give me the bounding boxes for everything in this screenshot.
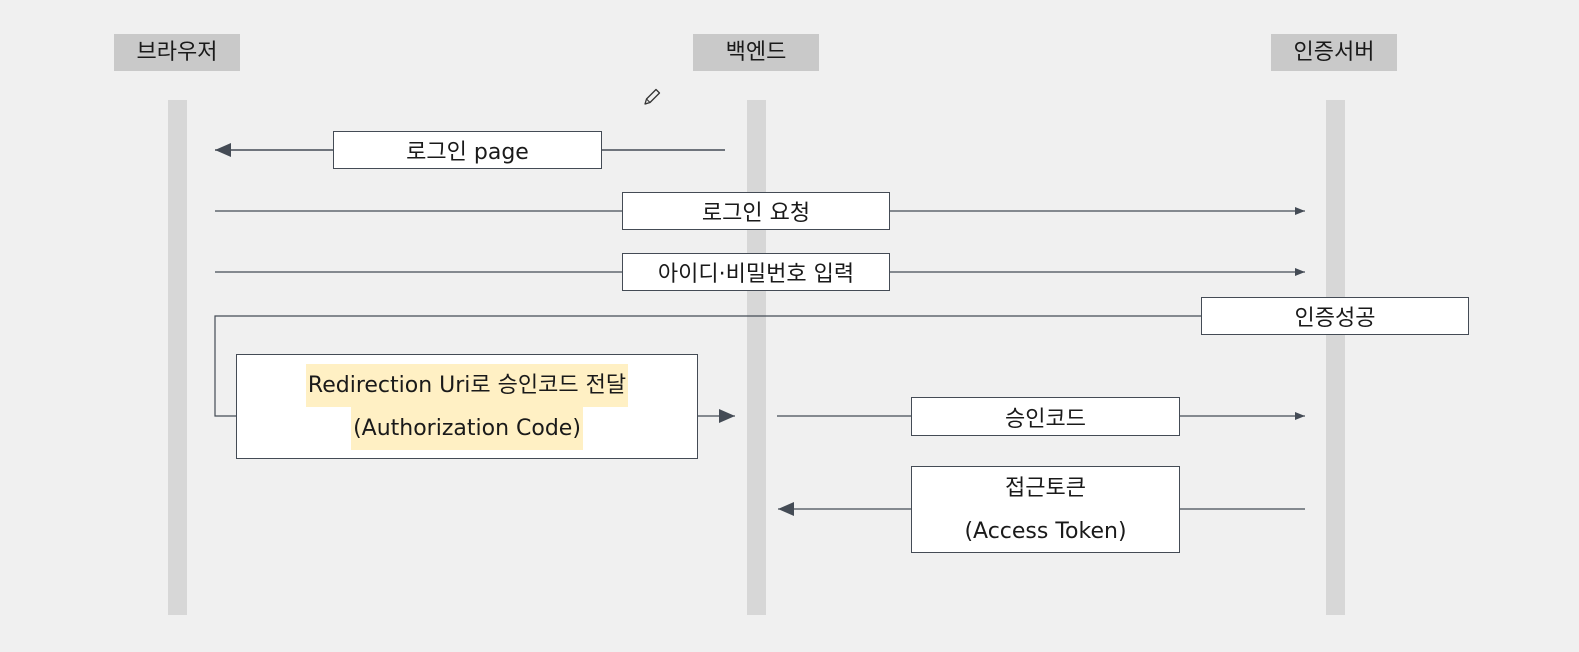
message-login-request-text: 로그인 요청 xyxy=(701,201,811,226)
message-access-token-line1: 접근토큰 xyxy=(1005,475,1086,501)
message-auth-success: 인증성공 xyxy=(1201,297,1469,335)
message-redirect-line1: Redirection Uri로 승인코드 전달 xyxy=(305,363,629,407)
message-login-page-text: 로그인 page xyxy=(406,140,529,165)
message-auth-success-text: 인증성공 xyxy=(1294,306,1376,331)
message-access-token-line2: (Access Token) xyxy=(964,518,1127,544)
message-id-password: 아이디·비밀번호 입력 xyxy=(622,253,890,291)
message-redirect-line2: (Authorization Code) xyxy=(351,406,583,450)
message-auth-code: 승인코드 xyxy=(911,397,1180,436)
actor-auth-server: 인증서버 xyxy=(1271,34,1397,71)
actor-backend: 백엔드 xyxy=(693,34,819,71)
message-redirect: Redirection Uri로 승인코드 전달 (Authorization … xyxy=(236,354,698,459)
message-login-request: 로그인 요청 xyxy=(622,192,890,230)
message-auth-code-text: 승인코드 xyxy=(1005,406,1086,432)
lifeline-browser xyxy=(168,100,187,615)
actor-browser: 브라우저 xyxy=(114,34,240,71)
message-id-password-text: 아이디·비밀번호 입력 xyxy=(657,262,855,287)
message-login-page: 로그인 page xyxy=(333,131,602,169)
lifeline-auth-server xyxy=(1326,100,1345,615)
message-access-token: 접근토큰 (Access Token) xyxy=(911,466,1180,553)
pencil-icon xyxy=(644,88,661,105)
